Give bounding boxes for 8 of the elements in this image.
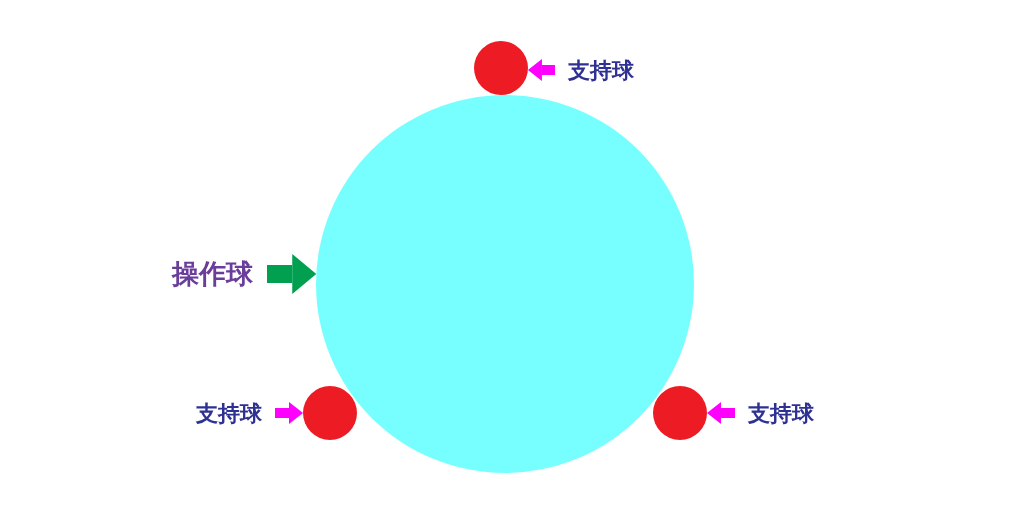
arrow	[267, 254, 317, 294]
arrow	[527, 59, 555, 81]
label-text: 支持球	[558, 55, 644, 85]
label-text: 支持球	[186, 398, 272, 428]
arrow	[275, 402, 303, 424]
label-text: 操作球	[160, 256, 264, 292]
arrow	[707, 402, 735, 424]
label-text: 支持球	[738, 398, 824, 428]
